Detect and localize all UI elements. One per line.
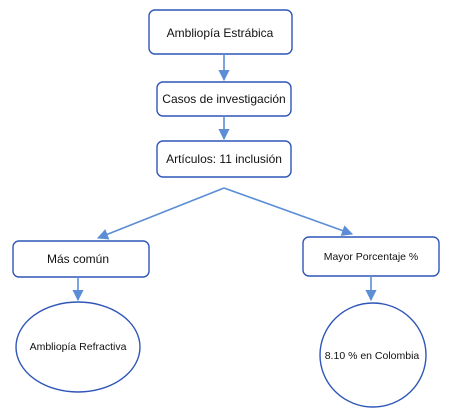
edge-articulos-to-mas-comun	[96, 187, 225, 240]
node-mas-comun: Más común	[12, 240, 150, 278]
node-mayor-porcentaje: Mayor Porcentaje %	[302, 236, 440, 277]
node-ambliopia-refractiva: Ambliopía Refractiva	[15, 301, 141, 393]
edge-articulos-to-mayor-porcentaje	[223, 187, 354, 236]
node-ambliopia-refractiva-label: Ambliopía Refractiva	[30, 341, 127, 353]
node-casos-de-investigacion: Casos de investigación	[156, 81, 292, 117]
node-articulos: Artículos: 11 inclusión	[156, 140, 292, 178]
node-articulos-label: Artículos: 11 inclusión	[166, 152, 282, 166]
node-casos-de-investigacion-label: Casos de investigación	[162, 92, 285, 106]
node-ambliopia-estrabica-label: Ambliopía Estrábica	[167, 26, 274, 40]
node-mas-comun-label: Más común	[47, 252, 109, 266]
node-mayor-porcentaje-label: Mayor Porcentaje %	[324, 251, 419, 263]
node-ambliopia-estrabica: Ambliopía Estrábica	[148, 9, 293, 55]
node-colombia-percentage: 8.10 % en Colombia	[319, 302, 427, 408]
node-colombia-percentage-label: 8.10 % en Colombia	[325, 350, 420, 362]
